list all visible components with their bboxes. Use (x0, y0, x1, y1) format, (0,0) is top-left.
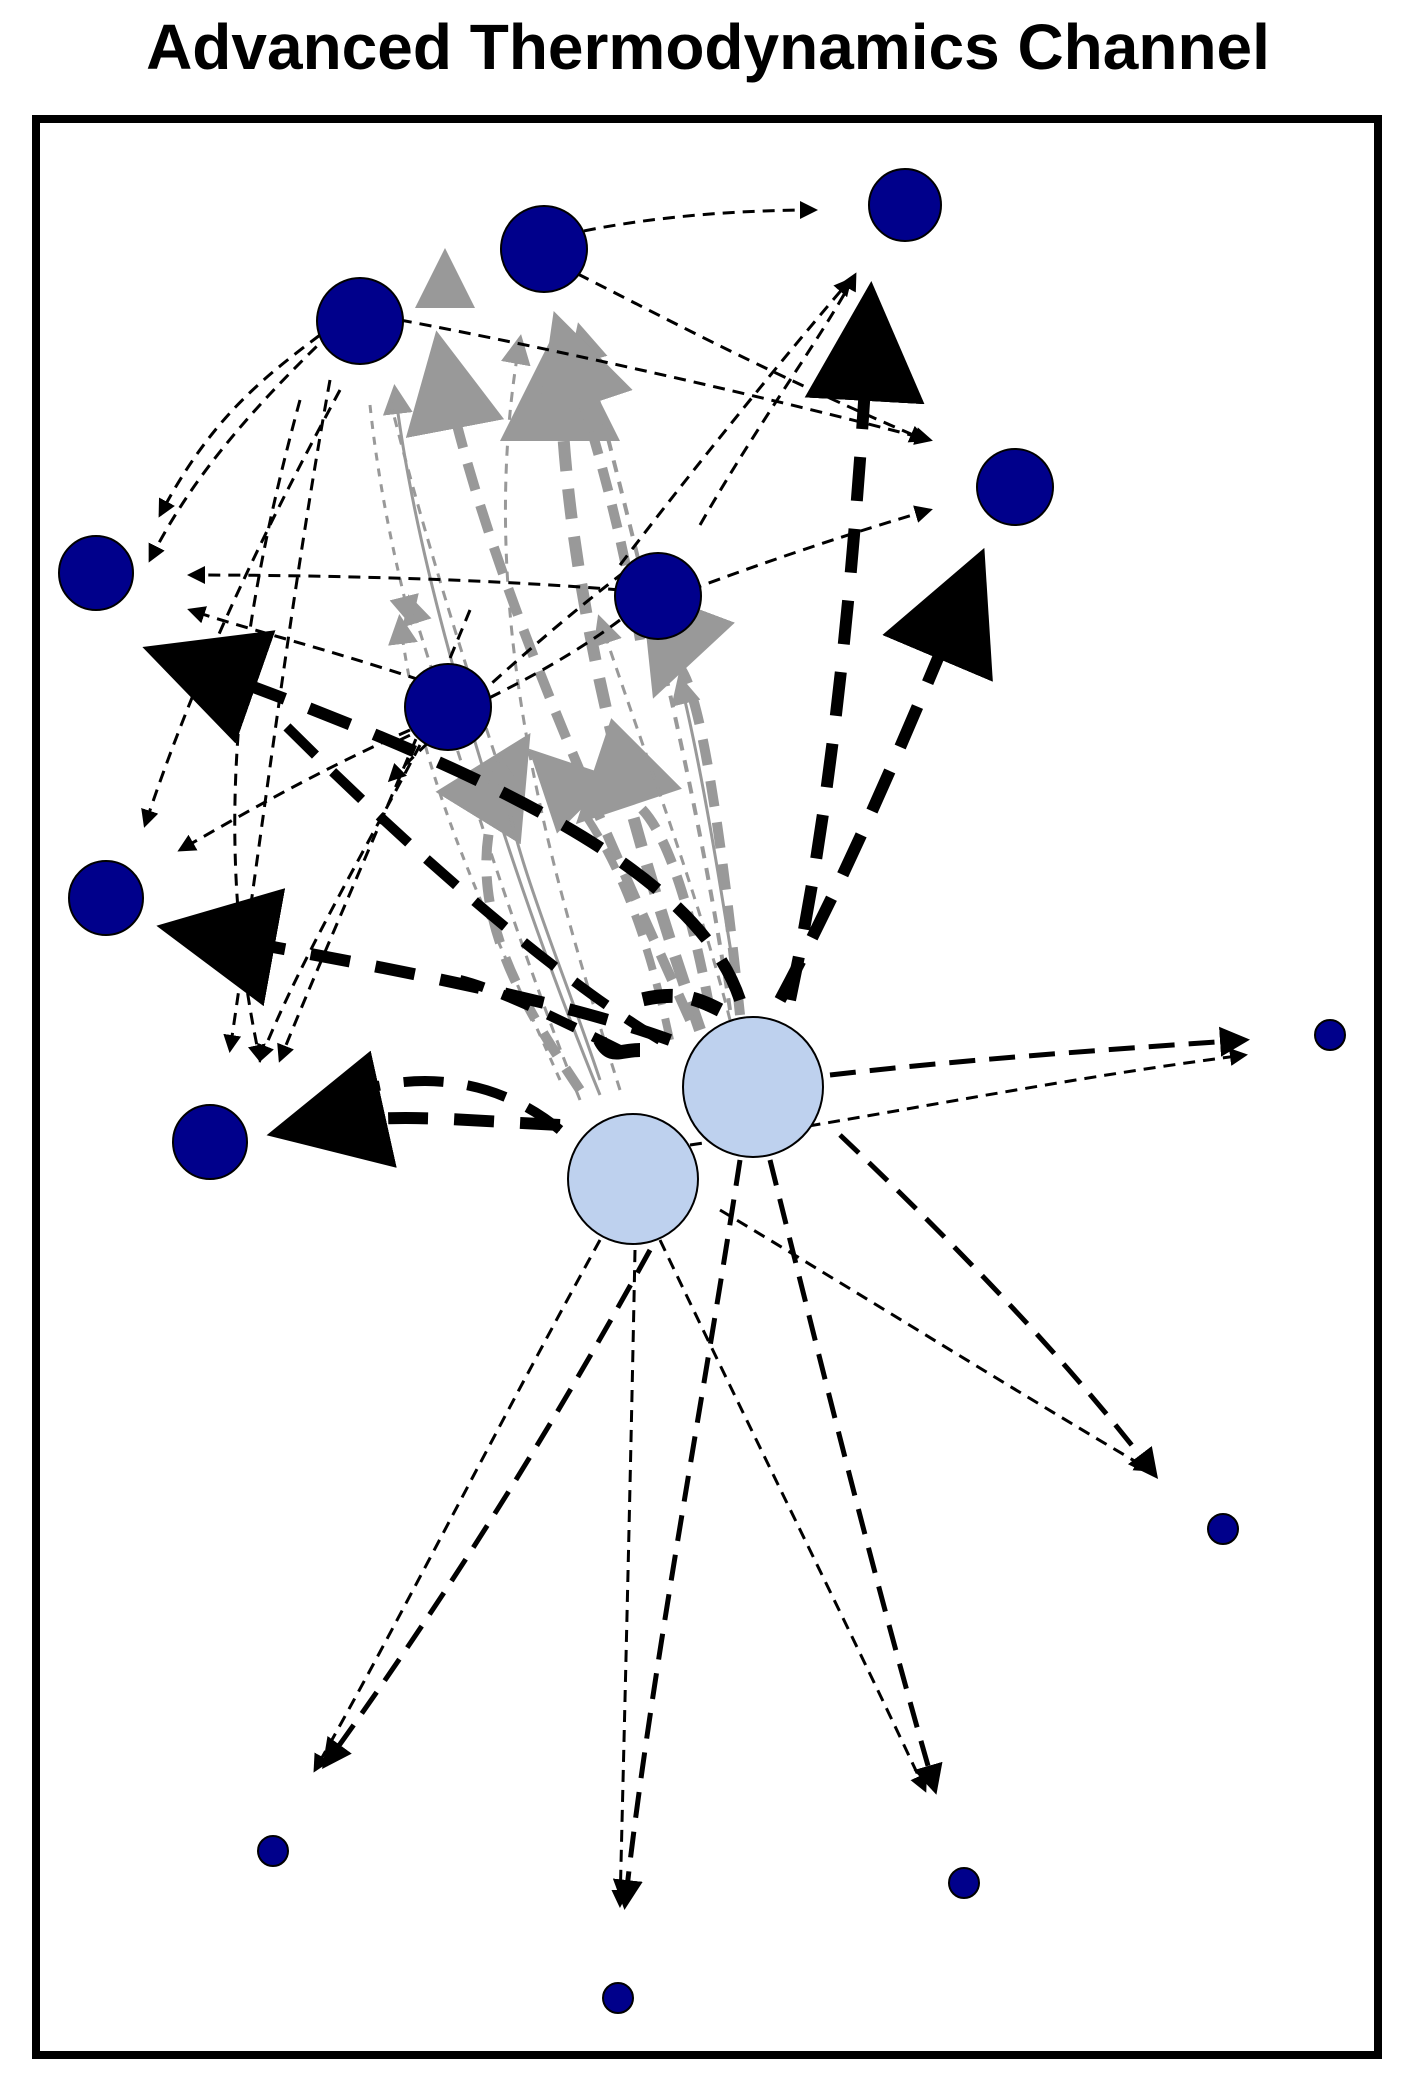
edge-thin (559, 263, 928, 443)
edge-gray (568, 322, 732, 1011)
edge-lower (313, 1239, 602, 1773)
edge-gray (368, 404, 419, 626)
edge-lower (612, 1159, 743, 1910)
edge-gray (575, 718, 715, 1011)
node-center (614, 552, 702, 640)
edge-thin (158, 333, 321, 518)
edge-gray (415, 248, 476, 309)
edge-gray (528, 748, 674, 1041)
edge-gray (641, 587, 745, 1016)
node-bottom-left (257, 1835, 289, 1867)
node-bottom (602, 1982, 634, 2014)
node-right (976, 448, 1054, 526)
edge-thin (177, 728, 411, 852)
node-left-middle (68, 860, 144, 936)
nodes (58, 168, 1346, 2014)
edge-thin (618, 277, 852, 566)
hub-node-a (682, 1016, 824, 1158)
edge-dark (458, 975, 623, 1055)
edge-dark (276, 716, 663, 1045)
node-top-left (316, 277, 404, 365)
edge-dark (142, 630, 746, 1002)
edge-lower (658, 1239, 927, 1793)
edge-lower (767, 1159, 943, 1795)
node-center-left (404, 663, 492, 751)
edge-gray (500, 321, 706, 1032)
edge-lower (829, 1026, 1250, 1078)
node-left-upper (58, 535, 134, 611)
edge-lower (719, 1208, 1153, 1472)
edge-dark (593, 1036, 641, 1060)
edge-dark (307, 1076, 564, 1134)
node-bottom-right (948, 1867, 980, 1899)
hub-node-b (567, 1113, 699, 1245)
edge-thin (698, 272, 857, 526)
edges (141, 201, 1250, 1910)
edge-thin (141, 389, 342, 828)
edge-gray (405, 330, 695, 1023)
edge-thin (257, 744, 422, 1063)
edge-thin (387, 558, 641, 783)
edge-thin (187, 566, 621, 592)
edge-gray (593, 614, 732, 1021)
edge-dark (774, 547, 993, 1003)
edge-gray (487, 754, 602, 1081)
edge-lower (322, 1248, 653, 1770)
edge-thin (187, 606, 421, 682)
edge-lower (611, 1249, 637, 1908)
edge-thin (399, 318, 933, 445)
edge-gray (671, 674, 742, 1011)
edge-dark (266, 1050, 561, 1168)
node-left-lower (172, 1104, 248, 1180)
edge-thin (689, 505, 933, 592)
edge-thin (233, 399, 302, 1063)
node-lower-right (1207, 1513, 1239, 1545)
plot-frame (32, 115, 1382, 2059)
edge-dark (638, 988, 724, 1017)
node-top-center (500, 205, 588, 293)
edge-lower (838, 1133, 1159, 1479)
edge-gray (435, 732, 585, 1093)
edge-gray (501, 334, 622, 1091)
node-far-right (1314, 1019, 1346, 1051)
chart-title: Advanced Thermodynamics Channel (146, 11, 1270, 83)
edge-lower (689, 1047, 1248, 1147)
node-top-right (868, 168, 942, 242)
